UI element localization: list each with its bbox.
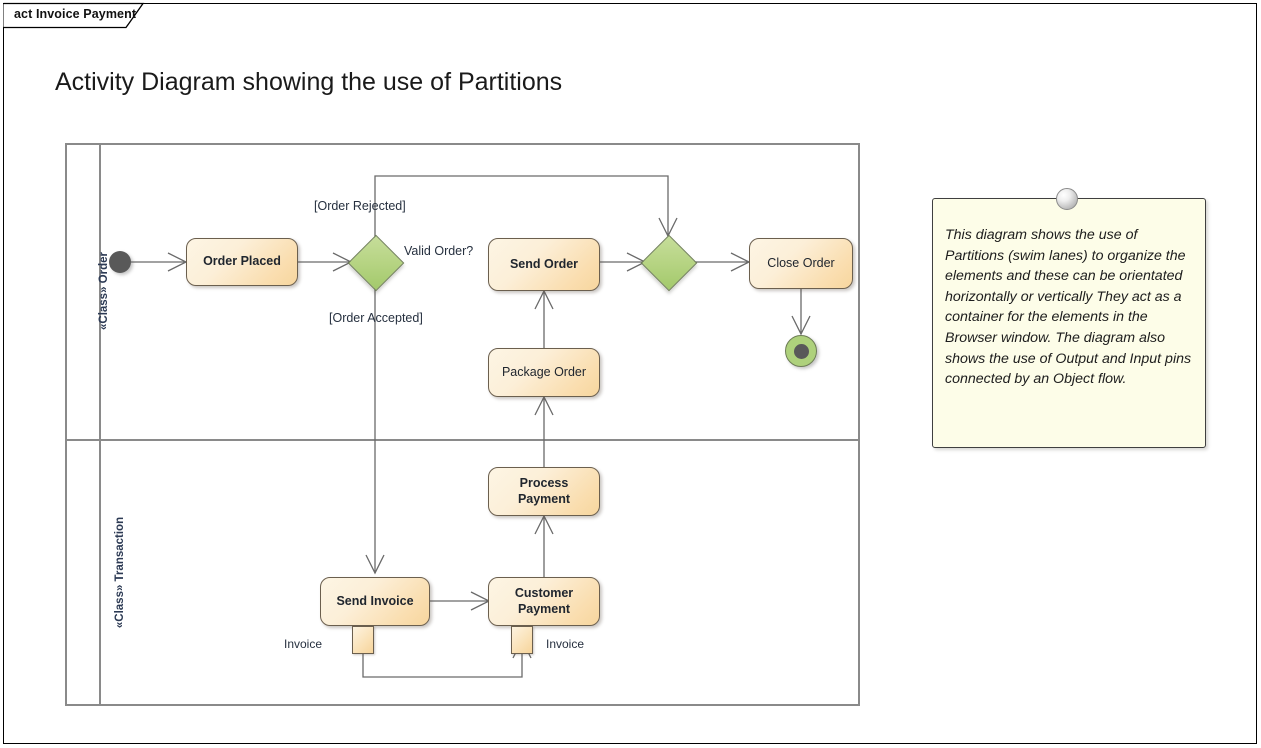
activity-close-order[interactable]: Close Order	[749, 238, 853, 289]
note-pin-icon	[1056, 188, 1078, 210]
final-node-core	[793, 343, 809, 359]
decision-label: Valid Order?	[404, 244, 474, 258]
merge-node[interactable]	[640, 234, 698, 292]
activity-send-invoice[interactable]: Send Invoice	[320, 577, 430, 626]
merge-diamond-shape	[640, 234, 698, 292]
output-pin-invoice[interactable]	[352, 626, 374, 654]
partition-header-band	[65, 143, 101, 706]
diagram-note[interactable]: This diagram shows the use of Partitions…	[932, 188, 1206, 448]
activity-final-node[interactable]	[785, 335, 817, 367]
activity-order-placed[interactable]: Order Placed	[186, 238, 298, 286]
input-pin-invoice[interactable]	[511, 626, 533, 654]
partition-divider	[65, 439, 860, 441]
input-pin-label: Invoice	[546, 637, 585, 651]
partition-label-order: «Class» Order	[98, 252, 110, 330]
activity-process-payment[interactable]: Process Payment	[488, 467, 600, 516]
diagram-frame	[3, 3, 1257, 744]
partition-label-transaction: «Class» Transaction	[114, 516, 127, 629]
frame-tab: act Invoice Payment	[3, 2, 159, 29]
guard-order-accepted: [Order Accepted]	[329, 311, 423, 325]
activity-send-order[interactable]: Send Order	[488, 238, 600, 291]
partition-container: «Class» Order «Class» Transaction	[65, 143, 860, 706]
decision-diamond-shape	[347, 234, 405, 292]
page-title: Activity Diagram showing the use of Part…	[55, 68, 563, 96]
frame-tab-label: act Invoice Payment	[14, 7, 137, 21]
note-text: This diagram shows the use of Partitions…	[945, 227, 1192, 388]
activity-package-order[interactable]: Package Order	[488, 348, 600, 397]
initial-node[interactable]	[109, 251, 131, 273]
output-pin-label: Invoice	[284, 637, 323, 651]
guard-order-rejected: [Order Rejected]	[314, 199, 406, 213]
activity-customer-payment[interactable]: Customer Payment	[488, 577, 600, 626]
decision-node-valid-order[interactable]	[347, 234, 405, 292]
